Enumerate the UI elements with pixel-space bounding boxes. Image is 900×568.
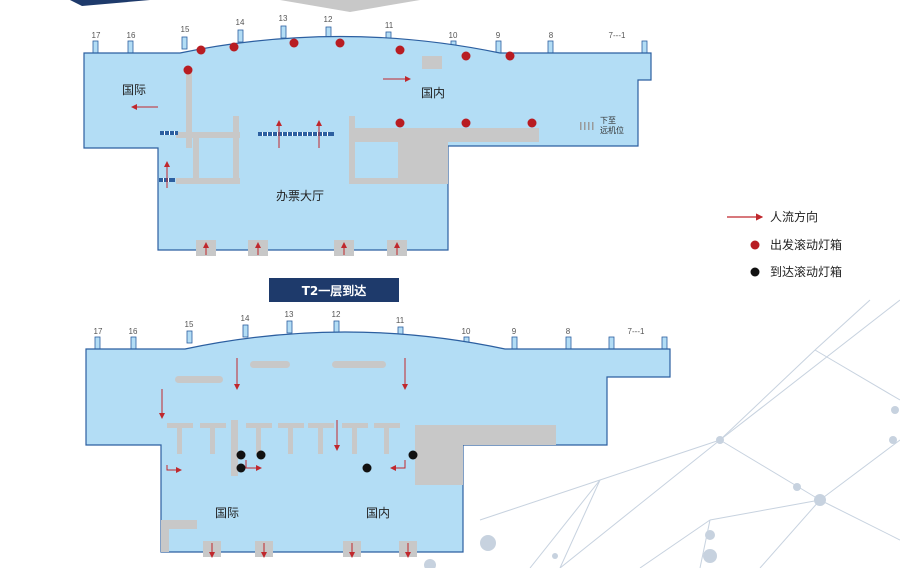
top-terminal-map: 17 16 15 14 13 12 11 10 9 8 7---1 国际 国内 … [83, 14, 652, 256]
bottom-terminal-map: 17 16 15 14 13 12 11 10 9 8 7---1 国际 国内 [85, 310, 671, 558]
arrival-floor-title-bg [269, 278, 399, 302]
zone-international-label: 国际 [122, 83, 146, 97]
legend: 人流方向 出发滚动灯箱 到达滚动灯箱 [727, 209, 842, 279]
departure-lightbox-dots [183, 38, 537, 128]
gate-number: 11 [385, 21, 394, 30]
gate-number: 9 [496, 31, 501, 40]
gate-number: 14 [236, 18, 245, 27]
gate-number: 15 [181, 25, 190, 34]
gate-number: 17 [92, 31, 101, 40]
gate-number: 10 [462, 327, 471, 336]
remote-stand-label: 下至 [600, 116, 616, 125]
gate-number: 12 [332, 310, 341, 319]
header-fragment [70, 0, 150, 6]
network-decoration [479, 299, 900, 568]
gate-number: 15 [185, 320, 194, 329]
gate-number: 7---1 [628, 327, 645, 336]
network-nodes [424, 406, 899, 568]
bottom-flow-arrows [159, 358, 411, 558]
arrival-floor-title: T2一层到达 [302, 283, 367, 298]
gate-number: 17 [94, 327, 103, 336]
remote-stand-label: 远机位 [600, 125, 624, 135]
gate-number: 16 [127, 31, 136, 40]
gate-number: 8 [566, 327, 571, 336]
gate-number: 8 [549, 31, 554, 40]
gate-number: 10 [449, 31, 458, 40]
zone-international-label: 国际 [215, 506, 239, 520]
legend-arrival-label: 到达滚动灯箱 [770, 264, 842, 279]
zone-domestic-label: 国内 [366, 506, 390, 520]
arrival-lightbox-dots [236, 450, 418, 473]
zone-domestic-label: 国内 [421, 86, 445, 100]
ticket-hall-label: 办票大厅 [276, 188, 324, 203]
bottom-gate-numbers: 17 16 15 14 13 12 11 10 9 8 7---1 [94, 310, 645, 336]
gate-number: 7---1 [609, 31, 626, 40]
header-fragment [280, 0, 420, 12]
gate-number: 13 [279, 14, 288, 23]
gate-number: 13 [285, 310, 294, 319]
gate-number: 16 [129, 327, 138, 336]
top-terminal-outline [83, 35, 652, 251]
legend-flow-label: 人流方向 [770, 209, 818, 224]
legend-arrival-dot [750, 267, 760, 277]
top-obstacles [176, 56, 539, 184]
legend-departure-label: 出发滚动灯箱 [770, 237, 842, 252]
gate-number: 11 [396, 316, 405, 325]
top-gate-numbers: 17 16 15 14 13 12 11 10 9 8 7---1 [92, 14, 626, 40]
gate-number: 9 [512, 327, 517, 336]
gate-number: 12 [324, 15, 333, 24]
gate-number: 14 [241, 314, 250, 323]
remote-stand-stairs [580, 122, 594, 130]
bottom-obstacles [161, 361, 556, 552]
top-flow-arrows [131, 76, 411, 255]
legend-departure-dot [750, 240, 760, 250]
